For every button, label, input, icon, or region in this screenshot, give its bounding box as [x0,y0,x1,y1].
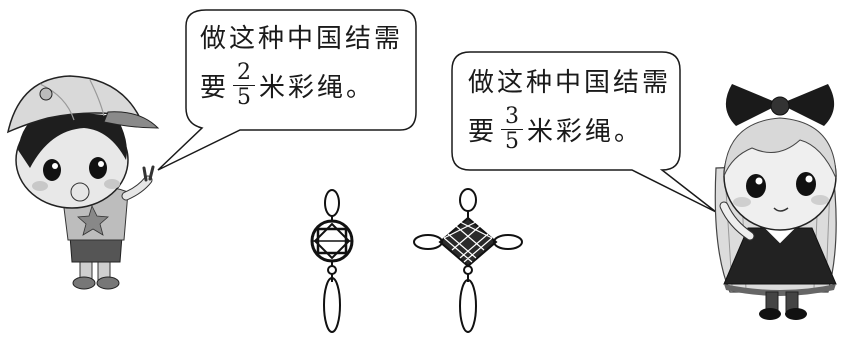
left-fraction-numerator: 2 [233,61,256,86]
left-speech-bubble [157,9,417,171]
right-fraction-denominator: 5 [505,129,520,154]
girl-character [714,84,837,320]
knot-lattice [413,188,523,333]
knot-round [310,189,354,333]
left-bubble-suffix: 米彩绳。 [259,73,376,103]
left-fraction-denominator: 5 [237,85,252,110]
left-bubble-prefix: 要 [200,73,230,103]
left-bubble-line2: 要 2 5 米彩绳。 [200,61,403,110]
right-bubble-fraction: 3 5 [501,105,524,154]
right-bubble-line2: 要 3 5 米彩绳。 [468,105,671,154]
right-fraction-numerator: 3 [501,105,524,130]
right-bubble-line1: 做这种中国结需 [468,68,672,98]
right-bubble-suffix: 米彩绳。 [527,117,644,147]
left-bubble-text: 做这种中国结需 要 2 5 米彩绳。 [200,18,403,110]
right-bubble-prefix: 要 [468,117,498,147]
left-bubble-line1: 做这种中国结需 [200,24,404,54]
boy-character [6,75,160,290]
right-bubble-text: 做这种中国结需 要 3 5 米彩绳。 [468,62,671,154]
left-bubble-fraction: 2 5 [233,61,256,110]
